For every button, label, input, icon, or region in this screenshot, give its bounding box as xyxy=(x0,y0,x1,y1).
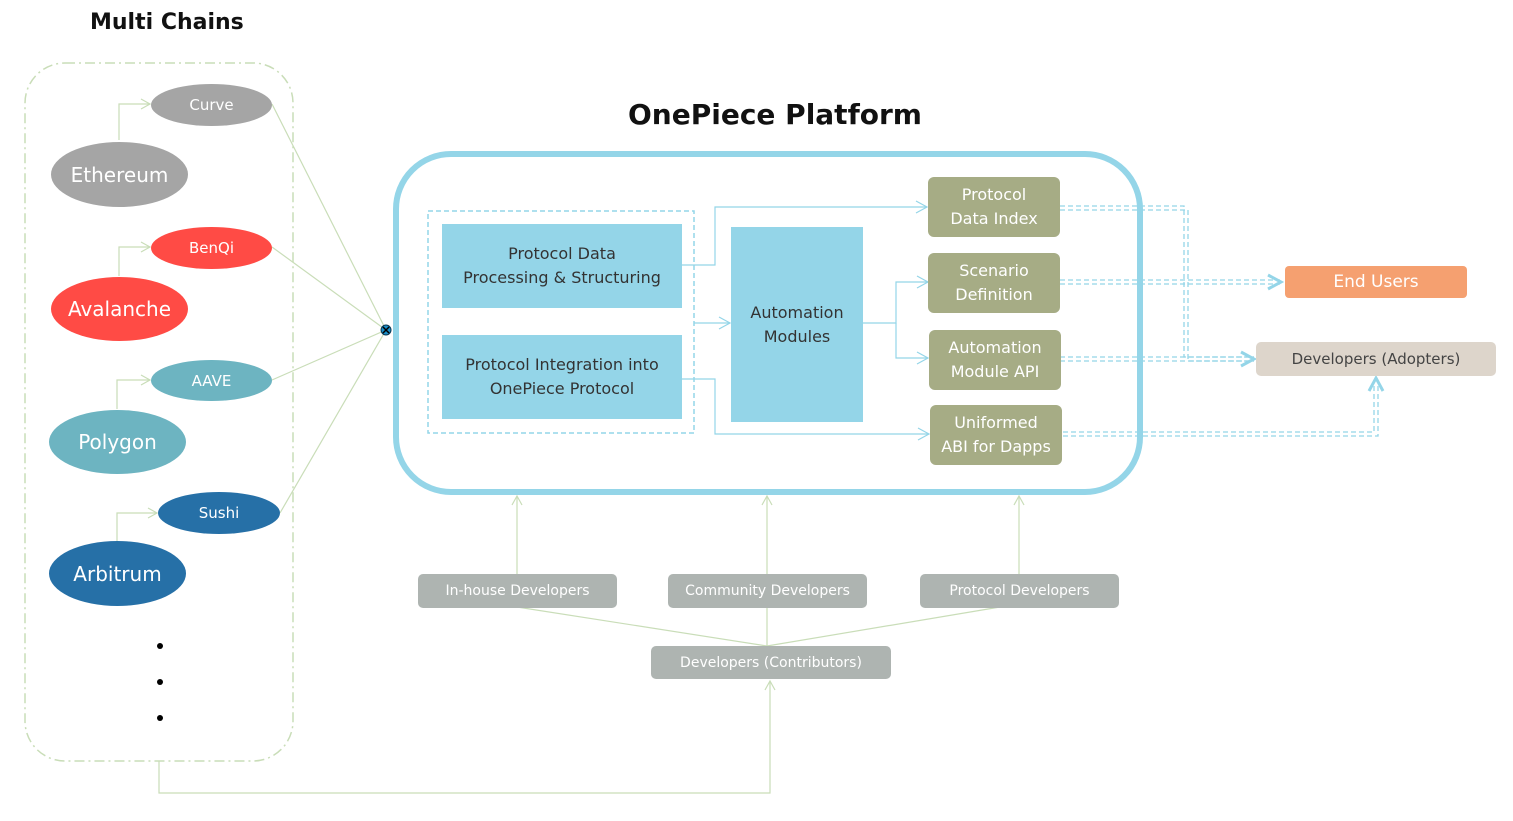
protocol-developers-box[interactable]: Protocol Developers xyxy=(920,574,1119,608)
platform-title: OnePiece Platform xyxy=(628,98,922,131)
connector-integration-to-abi xyxy=(682,378,931,441)
chain-polygon[interactable]: Polygon xyxy=(49,410,186,474)
platform-container xyxy=(393,151,1143,495)
developers-contributors-box[interactable]: Developers (Contributors) xyxy=(651,646,891,679)
connector-avalanche-benqi xyxy=(118,241,152,276)
chain-ethereum[interactable]: Ethereum xyxy=(51,142,188,207)
protocol-data-index-box[interactable]: Protocol Data Index xyxy=(928,177,1060,237)
connector-contributors-protocol xyxy=(766,606,1001,647)
multi-chains-title: Multi Chains xyxy=(90,10,244,35)
arrow-up-to-adopters xyxy=(1367,374,1385,392)
protocol-curve[interactable]: Curve xyxy=(151,84,272,126)
connector-ethereum-curve xyxy=(118,98,152,140)
connection-hub-icon xyxy=(380,324,392,336)
connector-aave-hub xyxy=(271,329,387,381)
chain-arbitrum[interactable]: Arbitrum xyxy=(49,541,186,606)
uniformed-abi-box[interactable]: Uniformed ABI for Dapps xyxy=(930,405,1062,465)
arrow-to-end-users xyxy=(1267,273,1285,291)
more-chains-dot xyxy=(157,643,163,649)
connector-data-index-to-adopters xyxy=(1060,205,1254,358)
community-developers-box[interactable]: Community Developers xyxy=(668,574,867,608)
developers-adopters-box[interactable]: Developers (Adopters) xyxy=(1256,342,1496,376)
more-chains-dot xyxy=(157,715,163,721)
connector-benqi-hub xyxy=(271,246,387,331)
protocol-aave[interactable]: AAVE xyxy=(151,360,272,401)
protocol-benqi[interactable]: BenQi xyxy=(151,227,272,269)
connector-contributors-inhouse xyxy=(516,606,768,647)
connector-automation-to-api xyxy=(895,323,930,365)
inhouse-developers-box[interactable]: In-house Developers xyxy=(418,574,617,608)
connector-abi-to-adopters xyxy=(1063,380,1375,433)
end-users-box[interactable]: End Users xyxy=(1285,266,1467,298)
more-chains-dot xyxy=(157,679,163,685)
connector-processing-to-data-index xyxy=(682,200,929,266)
scenario-definition-box[interactable]: Scenario Definition xyxy=(928,253,1060,313)
protocol-sushi[interactable]: Sushi xyxy=(158,492,280,534)
arrow-to-adopters xyxy=(1240,350,1258,368)
processing-group xyxy=(427,210,695,434)
automation-modules-box[interactable]: Automation Modules xyxy=(731,227,863,422)
chain-avalanche[interactable]: Avalanche xyxy=(51,277,188,341)
automation-module-api-box[interactable]: Automation Module API xyxy=(929,330,1061,390)
connector-curve-hub xyxy=(271,103,387,331)
connector-arbitrum-sushi xyxy=(116,507,159,541)
connector-polygon-aave xyxy=(116,374,152,409)
protocol-data-processing-box[interactable]: Protocol Data Processing & Structuring xyxy=(442,224,682,308)
protocol-integration-box[interactable]: Protocol Integration into OnePiece Proto… xyxy=(442,335,682,419)
connector-sushi-hub xyxy=(279,329,387,514)
connector-automation-to-scenario xyxy=(863,275,930,324)
connector-chains-to-contributors xyxy=(158,679,776,794)
